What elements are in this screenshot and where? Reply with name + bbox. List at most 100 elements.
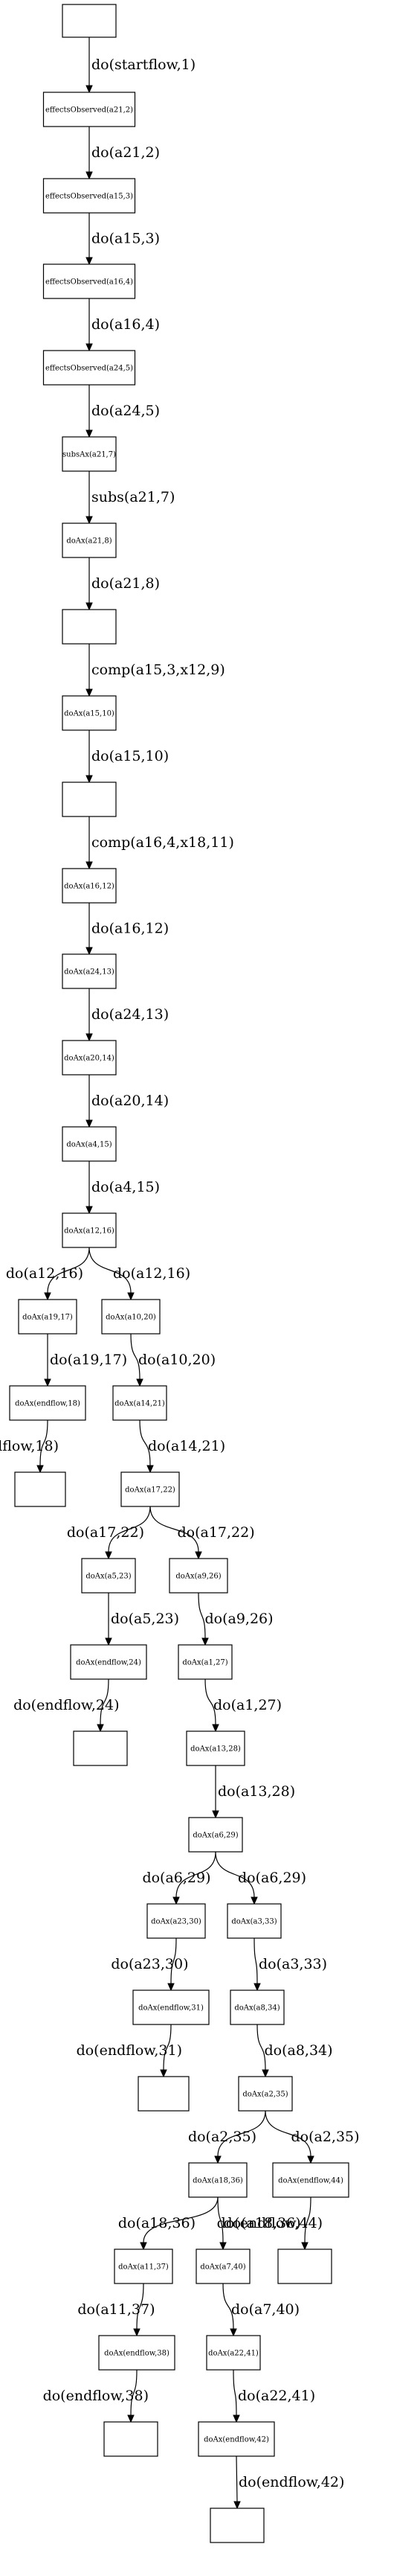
node-box [210, 2508, 265, 2543]
edge-label: do(a15,3) [91, 231, 160, 247]
node-box: doAx(endflow,18) [9, 1385, 86, 1421]
node-rect [198, 2421, 275, 2457]
node-label: doAx(endflow,31) [138, 2004, 204, 2013]
edge-arrow: do(endflow,31) [77, 2024, 182, 2078]
nodes-layer: effectsObserved(a21,2) effectsObserved(a1… [9, 4, 349, 2543]
arrowhead-icon [85, 516, 93, 525]
node-box: doAx(a19,17) [18, 1299, 77, 1335]
arrowhead-icon [85, 171, 93, 180]
edge-label: do(a21,2) [91, 144, 160, 161]
node-rect [238, 2076, 293, 2112]
node-box: doAx(a22,41) [206, 2335, 261, 2371]
arrowhead-icon [97, 1724, 104, 1733]
edge-label: do(a10,20) [138, 1352, 216, 1368]
node-label: doAx(a2,35) [242, 2091, 288, 2099]
edge-line [47, 1247, 90, 1294]
arrowhead-icon [44, 1292, 51, 1301]
node-box: doAx(a6,29) [188, 1817, 243, 1853]
node-rect [227, 1903, 282, 1939]
node-label: doAx(a1,27) [182, 1659, 227, 1667]
edge-label: do(a18,36) [118, 2215, 196, 2231]
node-rect [132, 1989, 210, 2025]
node-box: doAx(a2,35) [238, 2076, 293, 2112]
node-rect [206, 2335, 261, 2371]
edge-line [217, 2196, 224, 2243]
node-rect [62, 953, 117, 989]
edge-label: do(a24,13) [91, 1006, 169, 1023]
edge-arrow: do(a2,35) [188, 2110, 266, 2164]
edge-label: do(a2,35) [291, 2129, 360, 2145]
node-box: doAx(a10,20) [101, 1299, 161, 1335]
node-rect [98, 2335, 175, 2371]
edge-label: do(a17,22) [178, 1524, 255, 1541]
node-label: doAx(a12,16) [64, 1227, 114, 1236]
edge-label: do(a4,15) [91, 1179, 160, 1195]
node-box: effectsObserved(a16,4) [42, 263, 136, 299]
node-box [103, 2421, 158, 2457]
node-box [62, 4, 117, 38]
node-box: doAx(a16,12) [62, 868, 117, 904]
node-box: doAx(a15,10) [62, 695, 117, 731]
node-box: doAx(a11,37) [114, 2249, 173, 2284]
node-rect [62, 695, 117, 731]
node-label: subsAx(a21,7) [62, 451, 116, 459]
arrowhead-icon [160, 2069, 167, 2078]
edge-label: do(endflow,38) [43, 2388, 149, 2404]
node-rect [138, 2076, 190, 2112]
node-box: doAx(endflow,38) [98, 2335, 175, 2371]
edge-line [256, 2024, 266, 2071]
node-box: doAx(a5,23) [81, 1558, 136, 1594]
node-label: effectsObserved(a15,3) [45, 193, 133, 201]
edge-arrow: do(a1,27) [204, 1678, 282, 1733]
node-rect [101, 1299, 161, 1335]
node-label: doAx(endflow,38) [104, 2350, 169, 2358]
node-box: effectsObserved(a15,3) [42, 178, 136, 214]
node-label: effectsObserved(a21,2) [45, 106, 133, 115]
edge-arrow: do(endflow,38) [43, 2369, 149, 2423]
edge-label: do(endflow,44) [217, 2215, 323, 2231]
node-rect [186, 1730, 245, 1766]
node-box: doAx(a20,14) [62, 1040, 117, 1076]
edge-label: do(a19,17) [50, 1352, 127, 1368]
arrowhead-icon [201, 1637, 209, 1646]
edge-label: do(a16,4) [91, 316, 160, 333]
node-label: doAx(a20,14) [64, 1055, 114, 1063]
edge-arrow: do(a17,22) [67, 1506, 151, 1560]
node-label: doAx(a13,28) [190, 1745, 241, 1754]
edge-arrow: comp(a15,3,x12,9) [85, 644, 225, 697]
edge-label: do(endflow,42) [239, 2474, 344, 2490]
node-label: doAx(a19,17) [22, 1314, 73, 1322]
edge-line [215, 1851, 255, 1898]
edge-label: do(a12,16) [113, 1265, 190, 1282]
node-rect [18, 1299, 77, 1335]
edge-arrow: do(a12,16) [88, 1247, 190, 1301]
node-box [14, 1471, 66, 1507]
edge-label: do(a14,21) [148, 1438, 225, 1454]
node-box [138, 2076, 190, 2112]
node-label: doAx(a24,13) [64, 968, 114, 977]
edge-line [88, 1247, 132, 1294]
node-box: doAx(a17,22) [120, 1471, 180, 1507]
edge-arrow: do(endflow,18) [0, 1419, 59, 1474]
edge-line [217, 2110, 266, 2157]
arrowhead-icon [36, 1465, 44, 1474]
edge-arrow: comp(a16,4,x18,11) [85, 816, 234, 870]
node-box: doAx(a23,30) [146, 1903, 206, 1939]
edge-arrow: do(a6,29) [142, 1851, 216, 1905]
edge-arrow: do(a15,3) [85, 213, 160, 266]
edge-label: do(a6,29) [238, 1870, 306, 1886]
node-rect [42, 178, 136, 214]
node-label: doAx(a10,20) [106, 1314, 156, 1322]
node-rect [73, 1730, 128, 1766]
edge-arrow: do(a15,10) [85, 730, 169, 784]
arrowhead-icon [251, 1896, 258, 1905]
node-label: doAx(a4,15) [66, 1141, 112, 1149]
node-rect [70, 1644, 147, 1680]
edge-label: do(startflow,1) [91, 57, 196, 73]
node-box [62, 782, 117, 817]
edge-arrow: do(a7,40) [222, 2283, 300, 2337]
node-rect [62, 522, 117, 558]
edge-arrow: do(a12,16) [6, 1247, 90, 1301]
node-box: doAx(a12,16) [62, 1212, 117, 1248]
